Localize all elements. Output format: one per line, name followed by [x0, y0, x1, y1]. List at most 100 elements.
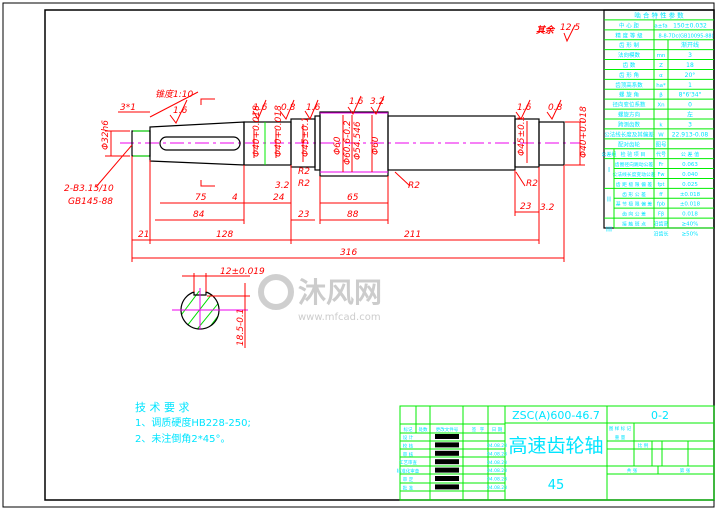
- table-cell-text: 0.018: [682, 212, 698, 218]
- diameter-label: Φ54.546: [353, 121, 363, 160]
- table-cell-text: fpb: [657, 202, 665, 208]
- table-cell-text: k: [659, 122, 663, 128]
- table-cell-text: 配对齿轮: [618, 140, 641, 148]
- table-cell-text: 齿顶高系数: [615, 81, 643, 89]
- diameter-label: Φ45±0.1: [301, 117, 311, 157]
- technical-requirements: 技 术 要 求 1、调质硬度HB228-250; 2、未注倒角2*45°。: [135, 401, 251, 445]
- table-cell-text: 公差组: [601, 151, 616, 158]
- general-roughness: 12.5: [560, 23, 580, 33]
- diameter-label: Φ60: [333, 136, 343, 155]
- date-cell: 04.08.23: [487, 460, 507, 466]
- roughness-value: 0.8: [281, 103, 296, 113]
- table-cell-text: 齿圈径向跳动公差: [615, 161, 654, 168]
- table-cell-text: 公法线长度及其偏差: [604, 130, 654, 138]
- general-roughness-label: 其余: [536, 25, 556, 36]
- table-cell-text: 公 差 值: [681, 151, 699, 158]
- table-cell-text: 3: [688, 52, 692, 59]
- table-cell-text: Fr: [659, 162, 665, 168]
- table-cell-text: 8-8-7Dc(GB10095-88): [658, 33, 713, 39]
- table-cell-text: ha*: [656, 83, 666, 89]
- table-cell-text: 精 度 等 级: [615, 31, 643, 39]
- table-cell-text: 日 期: [492, 427, 503, 433]
- date-cell: 04.08.23: [487, 485, 507, 491]
- table-cell-text: 3: [688, 121, 692, 128]
- table-cell-text: 沿齿长: [653, 230, 668, 237]
- diameter-label: Φ60: [371, 136, 381, 155]
- taper-label: 锥度1:10: [155, 89, 193, 100]
- table-cell-text: 检 验 项 目: [621, 151, 646, 158]
- table-cell-text: 接 触 斑 点: [622, 221, 646, 228]
- dimension-value: 75: [195, 193, 207, 203]
- material: 45: [548, 478, 565, 493]
- roughness-value: 1.6: [173, 106, 188, 116]
- table-cell-text: 0: [688, 102, 692, 109]
- date-cell: 04.08.23: [487, 443, 507, 449]
- keyway-slot: [159, 136, 241, 151]
- signature-block: [435, 450, 459, 456]
- table-cell-text: 1: [688, 82, 692, 89]
- annotation-texts: 锥度1:10 3*1 Φ32h6 2-B3.15/10 GB145-88 其余 …: [64, 23, 589, 258]
- table-cell-text: fpt: [658, 182, 665, 188]
- radius-label: R2: [298, 179, 310, 189]
- watermark-brand: 沐风网: [298, 276, 382, 309]
- table-cell-text: 螺 旋 角: [619, 91, 639, 99]
- table-cell-text: a±fa: [654, 23, 667, 29]
- dimension-value: 211: [404, 230, 421, 240]
- date-cell: 04.08.23: [487, 477, 507, 483]
- key-width-label: 12±0.019: [220, 267, 265, 277]
- table-cell-text: 左: [687, 111, 693, 119]
- signature-block: [435, 484, 459, 490]
- roughness-value: 1.6: [253, 103, 268, 113]
- table-cell-text: Xn: [657, 103, 665, 109]
- table-cell-text: 比 例: [638, 442, 649, 449]
- table-cell-text: 齿 向 公 差: [622, 211, 646, 218]
- tech-heading: 技 术 要 求: [135, 401, 190, 414]
- table-cell-text: 工艺审查: [399, 459, 417, 466]
- table-cell-text: 沿齿高: [653, 221, 668, 228]
- key-depth-label: 18.5-0.1: [236, 308, 246, 346]
- table-cell-text: 0.025: [682, 182, 698, 188]
- watermark-logo: [258, 274, 294, 310]
- diameter-label: Φ40+0.018: [274, 105, 284, 157]
- table-cell-text: W: [658, 132, 664, 138]
- roughness-value: 3.2: [540, 203, 555, 213]
- table-cell-text: 字: [480, 426, 485, 433]
- table-cell-text: 标记: [404, 426, 413, 433]
- roughness-symbols: [169, 24, 576, 124]
- chamfer-label: 3*1: [120, 103, 136, 113]
- diameter-label: Φ40+0.018: [252, 105, 262, 157]
- table-cell-text: 150±0.032: [673, 22, 707, 29]
- table-cell-text: 基 节 极 限 偏 差: [616, 201, 653, 208]
- table-cell-text: α: [659, 73, 663, 79]
- signature-block: [435, 476, 459, 481]
- table-cell-text: 齿 形 公 差: [622, 191, 646, 198]
- table-cell-text: II: [607, 196, 611, 204]
- table-cell-text: 渐开线: [681, 41, 699, 49]
- table-cell-text: 0.040: [682, 172, 698, 178]
- table-cell-text: ff: [659, 192, 663, 198]
- table-cell-text: 更改文件号: [436, 426, 459, 433]
- dimension-lines: [95, 91, 585, 262]
- table-cell-text: 法向模数: [618, 51, 641, 59]
- keyway-section-view: 12±0.019 18.5-0.1: [172, 267, 265, 348]
- dimension-value: 65: [347, 193, 359, 203]
- signature-block: [435, 459, 459, 465]
- date-cell: 04.08.23: [487, 451, 507, 457]
- table-cell-text: 图号: [655, 140, 667, 148]
- signature-block: [435, 442, 459, 448]
- table-cell-text: ±0.018: [680, 202, 701, 208]
- table-cell-text: 审 核: [403, 451, 414, 458]
- diameter-label: Φ45±0.1: [517, 116, 527, 156]
- dimension-value: 23: [298, 210, 310, 220]
- table-cell-text: 中 心 距: [619, 21, 639, 29]
- table-cell-text: 0.063: [682, 162, 698, 168]
- watermark: 沐风网 www.mfcad.com: [258, 274, 382, 323]
- roughness-value: 3.2: [275, 181, 290, 191]
- roughness-value: 1.6: [306, 103, 321, 113]
- table-cell-text: 审 定: [403, 476, 414, 483]
- table-cell-text: III: [606, 225, 612, 233]
- table-cell-text: Fw: [658, 172, 665, 178]
